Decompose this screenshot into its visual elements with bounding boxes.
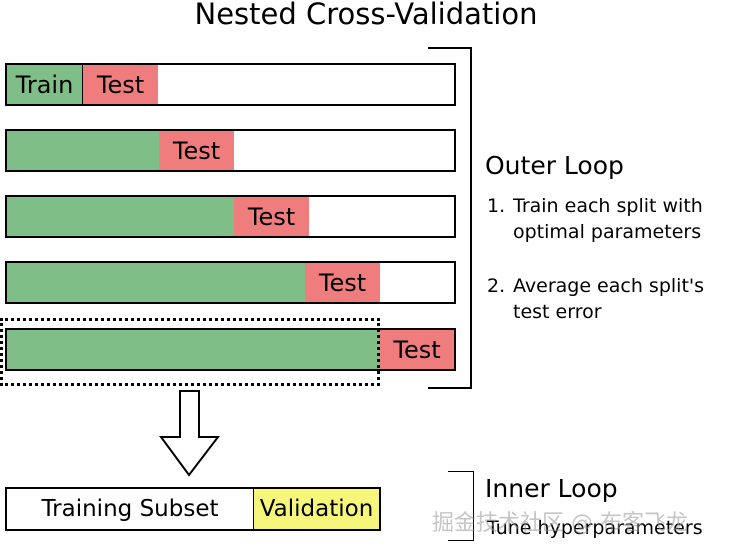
inner-loop-bracket: [448, 471, 474, 541]
validation-segment: Validation: [253, 489, 379, 529]
test-segment: Test: [234, 197, 309, 236]
test-segment: Test: [305, 263, 380, 302]
train-segment: [7, 131, 159, 170]
training-subset-segment: Training Subset: [41, 496, 219, 522]
outer-step-1-line1: Train each split with: [513, 195, 703, 217]
fold-row-2: Test: [5, 129, 456, 172]
inner-split-row: Training Subset Validation: [5, 487, 381, 531]
train-segment: [7, 197, 234, 236]
fold-row-4: Test: [5, 261, 456, 304]
outer-step-1-num: 1.: [487, 195, 506, 217]
train-segment: [7, 263, 305, 302]
outer-loop-heading: Outer Loop: [485, 151, 624, 180]
test-segment: Test: [159, 131, 234, 170]
test-segment: Test: [380, 330, 454, 369]
train-segment: [7, 330, 380, 369]
down-arrow-icon: [159, 390, 221, 477]
fold-row-1: Train Test: [5, 63, 456, 106]
diagram-title: Nested Cross-Validation: [194, 0, 538, 31]
inner-loop-subtext: Tune hyperparameters: [487, 517, 703, 539]
outer-step-2-line1: Average each split's: [513, 275, 705, 297]
outer-step-1-line2: optimal parameters: [513, 221, 702, 243]
outer-step-2-line2: test error: [513, 301, 602, 323]
outer-loop-bracket: [428, 47, 472, 389]
watermark-text: 掘金技术社区 @ 布客飞龙: [432, 511, 688, 536]
fold-row-5: Test: [5, 328, 456, 371]
selected-fold-highlight: [0, 318, 380, 386]
outer-step-2-num: 2.: [487, 275, 506, 297]
train-segment: Train: [7, 65, 83, 104]
test-segment: Test: [83, 65, 158, 104]
fold-row-3: Test: [5, 195, 456, 238]
inner-loop-heading: Inner Loop: [485, 474, 618, 503]
